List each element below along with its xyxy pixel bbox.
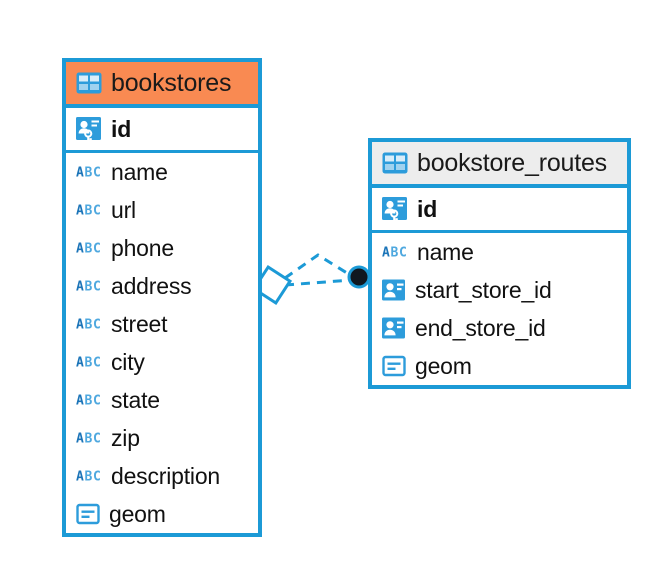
field-row-geom[interactable]: geom (372, 347, 627, 385)
svg-text:B: B (85, 204, 93, 219)
svg-text:C: C (93, 318, 101, 333)
table-icon (382, 152, 408, 174)
table-icon (76, 72, 102, 94)
svg-text:C: C (93, 280, 101, 295)
svg-text:A: A (76, 470, 84, 485)
primary-key-icon (76, 116, 102, 142)
field-label: state (111, 386, 160, 413)
svg-text:B: B (85, 318, 93, 333)
field-label: phone (111, 234, 174, 261)
svg-text:B: B (85, 394, 93, 409)
field-label: name (417, 238, 474, 265)
svg-text:B: B (85, 166, 93, 181)
field-label: url (111, 196, 136, 223)
relationship-line-upper (284, 253, 356, 280)
relationship-line-lower (284, 278, 353, 287)
field-row-state[interactable]: A B C state (66, 381, 258, 419)
geometry-icon (382, 355, 406, 377)
field-label: geom (109, 500, 166, 527)
foreign-key-icon (382, 279, 406, 301)
entity-bookstores[interactable]: bookstores id A (62, 58, 262, 537)
field-row-city[interactable]: A B C city (66, 343, 258, 381)
field-label: start_store_id (415, 276, 552, 303)
field-label: city (111, 348, 145, 375)
foreign-key-icon (382, 317, 406, 339)
field-label: id (111, 115, 132, 142)
svg-text:C: C (93, 356, 101, 371)
abc-text-icon: A B C (76, 468, 102, 485)
field-label: zip (111, 424, 140, 451)
field-label: address (111, 272, 192, 299)
entity-title: bookstores (111, 68, 232, 97)
field-row-name[interactable]: A B C name (372, 233, 627, 271)
svg-text:C: C (93, 204, 101, 219)
field-row-url[interactable]: A B C url (66, 191, 258, 229)
field-row-street[interactable]: A B C street (66, 305, 258, 343)
svg-text:B: B (85, 356, 93, 371)
svg-text:A: A (76, 394, 84, 409)
abc-text-icon: A B C (76, 430, 102, 447)
abc-text-icon: A B C (382, 244, 408, 261)
field-row-zip[interactable]: A B C zip (66, 419, 258, 457)
abc-text-icon: A B C (76, 164, 102, 181)
svg-text:A: A (76, 318, 84, 333)
entity-bookstore-routes[interactable]: bookstore_routes id A (368, 138, 631, 389)
field-row-start-store-id[interactable]: start_store_id (372, 271, 627, 309)
svg-text:A: A (76, 242, 84, 257)
svg-text:A: A (76, 166, 84, 181)
primary-key-icon (382, 196, 408, 222)
field-row-end-store-id[interactable]: end_store_id (372, 309, 627, 347)
abc-text-icon: A B C (76, 240, 102, 257)
field-label: street (111, 310, 168, 337)
field-label: end_store_id (415, 314, 546, 341)
field-row-address[interactable]: A B C address (66, 267, 258, 305)
entity-title: bookstore_routes (417, 148, 607, 177)
svg-text:B: B (85, 280, 93, 295)
svg-text:C: C (399, 246, 407, 261)
abc-text-icon: A B C (76, 202, 102, 219)
svg-text:C: C (93, 242, 101, 257)
svg-text:C: C (93, 470, 101, 485)
svg-text:B: B (391, 246, 399, 261)
svg-text:A: A (76, 280, 84, 295)
svg-text:A: A (76, 432, 84, 447)
field-row-description[interactable]: A B C description (66, 457, 258, 495)
field-row-id[interactable]: id (372, 188, 627, 233)
geometry-icon (76, 503, 100, 525)
field-label: id (417, 195, 438, 222)
abc-text-icon: A B C (76, 354, 102, 371)
entity-header-bookstores[interactable]: bookstores (66, 62, 258, 108)
svg-text:B: B (85, 242, 93, 257)
svg-text:C: C (93, 432, 101, 447)
field-row-name[interactable]: A B C name (66, 153, 258, 191)
field-label: geom (415, 352, 472, 379)
svg-text:C: C (93, 166, 101, 181)
field-label: name (111, 158, 168, 185)
field-label: description (111, 462, 221, 489)
abc-text-icon: A B C (76, 278, 102, 295)
svg-text:A: A (76, 204, 84, 219)
circle-endpoint-marker-icon (347, 265, 371, 289)
field-row-phone[interactable]: A B C phone (66, 229, 258, 267)
abc-text-icon: A B C (76, 392, 102, 409)
svg-text:B: B (85, 470, 93, 485)
field-row-geom[interactable]: geom (66, 495, 258, 533)
entity-header-bookstore-routes[interactable]: bookstore_routes (372, 142, 627, 188)
svg-text:A: A (382, 246, 390, 261)
svg-text:C: C (93, 394, 101, 409)
svg-text:B: B (85, 432, 93, 447)
abc-text-icon: A B C (76, 316, 102, 333)
field-row-id[interactable]: id (66, 108, 258, 153)
svg-text:A: A (76, 356, 84, 371)
